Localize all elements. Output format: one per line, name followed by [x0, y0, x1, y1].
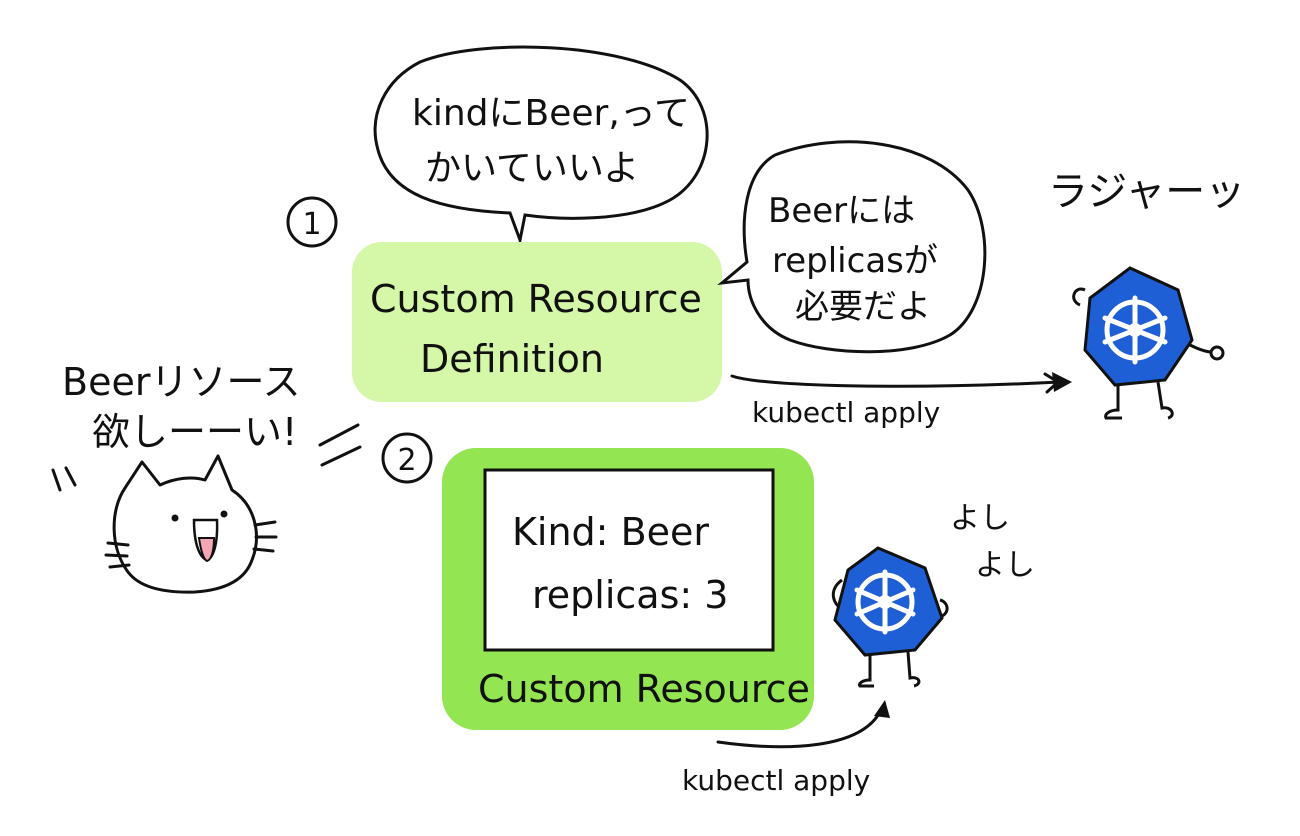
cat-speech-line1: Beerリソース	[62, 360, 301, 404]
arrow-icon	[716, 710, 882, 749]
right-speech-bubble	[717, 140, 987, 354]
arrow-icon	[730, 372, 1062, 394]
step2-number-badge: 2	[381, 432, 433, 484]
top-bubble-line1: kindにBeer,って	[412, 93, 690, 134]
cr-label: Custom Resource	[478, 667, 810, 711]
k8s-reply-2-line2: よし	[975, 548, 1035, 583]
arrow2-head	[874, 700, 890, 718]
manifest-line2: replicas: 3	[532, 573, 728, 617]
step1-number: 1	[302, 207, 321, 242]
manifest-card	[483, 468, 775, 652]
step2-command: kubectl apply	[682, 764, 870, 797]
right-bubble-line1: Beerには	[768, 191, 915, 231]
arrow1-head	[1052, 372, 1072, 392]
crd-box	[352, 242, 722, 402]
right-bubble-line2: replicasが	[772, 241, 938, 281]
cat-speech-line2: 欲しーーい!	[92, 410, 297, 454]
crd-label-line2: Definition	[420, 337, 604, 381]
k8s-reply-1: ラジャーッ	[1048, 169, 1245, 215]
manifest-line1: Kind: Beer	[512, 510, 709, 554]
step2-number: 2	[397, 443, 416, 478]
k8s-reply-2-line1: よし	[950, 501, 1010, 536]
right-bubble-line3: 必要だよ	[795, 287, 931, 327]
step1-number-badge: 1	[286, 196, 338, 248]
kubernetes-mascot-icon	[831, 546, 949, 688]
crd-label-line1: Custom Resource	[370, 277, 702, 321]
step1-command: kubectl apply	[752, 396, 940, 429]
cat-icon	[51, 423, 362, 594]
top-bubble-line2: かいていいよ	[425, 148, 639, 189]
top-speech-bubble	[373, 45, 709, 246]
cat-face	[171, 510, 228, 563]
kubernetes-mascot-icon	[1072, 266, 1225, 420]
